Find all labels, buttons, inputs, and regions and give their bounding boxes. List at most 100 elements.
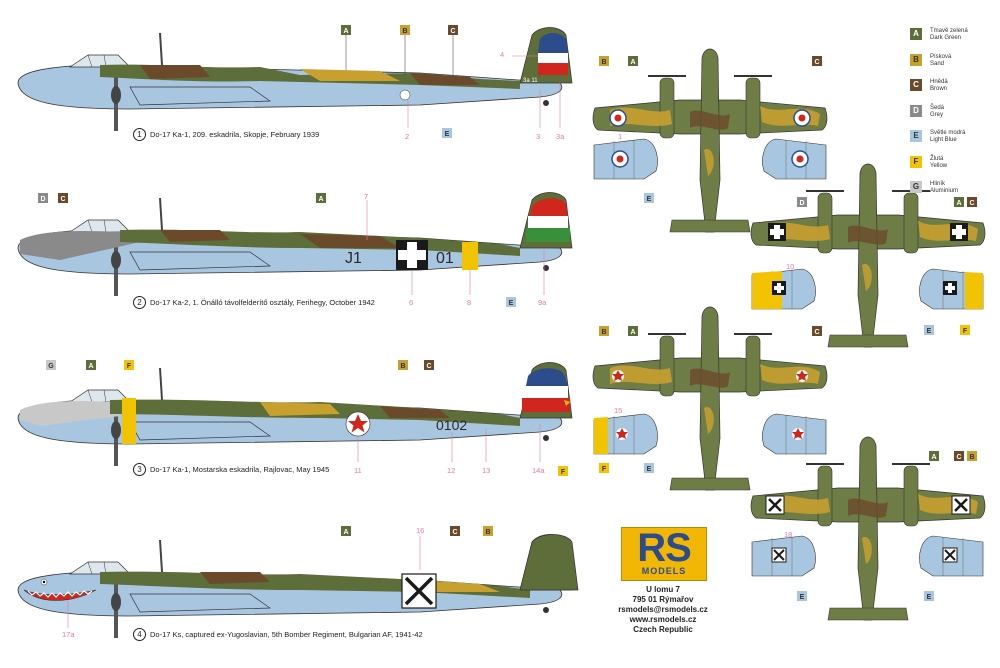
legend-swatch: C — [910, 79, 922, 91]
underwing-1b — [762, 138, 827, 180]
svg-text:C: C — [814, 329, 819, 336]
callout-p4-16: 16 — [416, 526, 425, 535]
svg-text:A: A — [88, 363, 93, 370]
svg-text:E: E — [647, 196, 652, 203]
svg-text:E: E — [509, 300, 514, 307]
svg-text:G: G — [48, 363, 54, 370]
callout-p2-8: 8 — [467, 298, 472, 307]
legend-label-en: Light Blue — [930, 137, 957, 143]
svg-text:C: C — [969, 200, 974, 207]
legend-label: Písková — [930, 53, 952, 60]
legend-swatch: A — [910, 28, 922, 40]
callout-p1-4: 4 — [500, 50, 505, 59]
underwing-4b — [919, 535, 984, 577]
underwing-4 — [751, 535, 816, 577]
top-view-2 — [750, 163, 986, 348]
p2-code-right: 01 — [436, 250, 454, 267]
underwing-3 — [593, 413, 658, 455]
legend-swatch: B — [910, 53, 922, 66]
legend-label: Tmavě zelená — [930, 28, 968, 34]
underwing-1 — [593, 138, 658, 180]
callout-p1-3: 3 — [536, 132, 541, 141]
legend-swatch: D — [910, 104, 922, 117]
legend-label: Hliník — [930, 181, 946, 187]
top-view-1 — [592, 48, 828, 233]
svg-text:D: D — [40, 196, 45, 203]
svg-text:E: E — [800, 594, 805, 601]
profile-3-caption: Do-17 Ka-1, Mostarska eskadrila, Rajlova… — [150, 465, 330, 474]
svg-text:F: F — [561, 469, 566, 476]
svg-text:A: A — [931, 454, 936, 461]
callout-p1-3a: 3a — [556, 132, 565, 141]
callout-top-18: 18 — [784, 530, 793, 539]
underwing-2 — [751, 268, 816, 310]
svg-text:B: B — [969, 454, 974, 461]
callout-boxes: A B C E D C A E G A F B C F A C B B A C … — [38, 25, 977, 601]
svg-text:F: F — [963, 328, 968, 335]
svg-text:E: E — [445, 131, 450, 138]
profile-2-number: 2 — [133, 296, 146, 309]
address-country: Czech Republic — [633, 625, 693, 634]
legend-swatch: F — [910, 155, 922, 168]
svg-text:C: C — [60, 196, 65, 203]
address-web[interactable]: www.rsmodels.cz — [629, 615, 697, 624]
svg-text:B: B — [601, 59, 606, 66]
svg-text:F: F — [127, 363, 132, 370]
legend-label-en: Brown — [930, 86, 948, 92]
callout-p3-13: 13 — [482, 466, 491, 475]
svg-text:B: B — [601, 329, 606, 336]
profile-3-number: 3 — [133, 463, 146, 476]
legend-label: Šedá — [930, 104, 945, 111]
svg-text:C: C — [450, 28, 455, 35]
legend-swatch: E — [910, 130, 922, 142]
address-street: U lomu 7 — [646, 585, 680, 594]
logo-sub-text: MODELS — [641, 566, 687, 576]
svg-text:B: B — [485, 529, 490, 536]
profile-1 — [17, 26, 573, 132]
logo-main-text: RS — [637, 526, 692, 570]
svg-text:A: A — [630, 59, 635, 66]
callout-p4-17a: 17a — [62, 630, 75, 639]
svg-text:E: E — [927, 328, 932, 335]
callout-p2-9a: 9a — [538, 298, 547, 307]
svg-text:B: B — [400, 363, 405, 370]
svg-text:A: A — [343, 529, 348, 536]
svg-text:C: C — [814, 59, 819, 66]
profile-2 — [17, 191, 573, 297]
svg-text:D: D — [799, 200, 804, 207]
profile-3 — [17, 361, 573, 467]
svg-text:E: E — [927, 594, 932, 601]
svg-text:C: C — [452, 529, 457, 536]
svg-text:F: F — [602, 466, 607, 473]
p3-serial: 0102 — [436, 417, 467, 433]
svg-text:B: B — [402, 28, 407, 35]
svg-text:C: C — [426, 363, 431, 370]
underwing-2b — [919, 268, 984, 310]
legend-label-en: Aluminium — [930, 188, 959, 194]
top-view-4 — [750, 436, 986, 621]
legend-label-en: Yellow — [930, 162, 948, 169]
legend-label: Světle modrá — [930, 130, 966, 136]
callout-p3-11: 11 — [354, 466, 362, 475]
callout-p1-2: 2 — [405, 132, 410, 141]
callout-p2-6: 6 — [409, 298, 414, 307]
svg-text:A: A — [343, 28, 348, 35]
profile-4-caption: Do-17 Ks, captured ex-Yugoslavian, 5th B… — [150, 630, 423, 639]
address-email[interactable]: rsmodels@rsmodels.cz — [618, 605, 708, 614]
svg-text:A: A — [630, 329, 635, 336]
p2-code-left: J1 — [345, 250, 362, 267]
profile-1-caption: Do-17 Ka-1, 209. eskadrila, Skopje, Febr… — [150, 130, 320, 139]
legend-label: Žlutá — [930, 155, 944, 162]
legend-label: Hnědá — [930, 79, 948, 85]
callout-lines — [67, 55, 561, 628]
callout-top-10: 10 — [786, 262, 795, 271]
